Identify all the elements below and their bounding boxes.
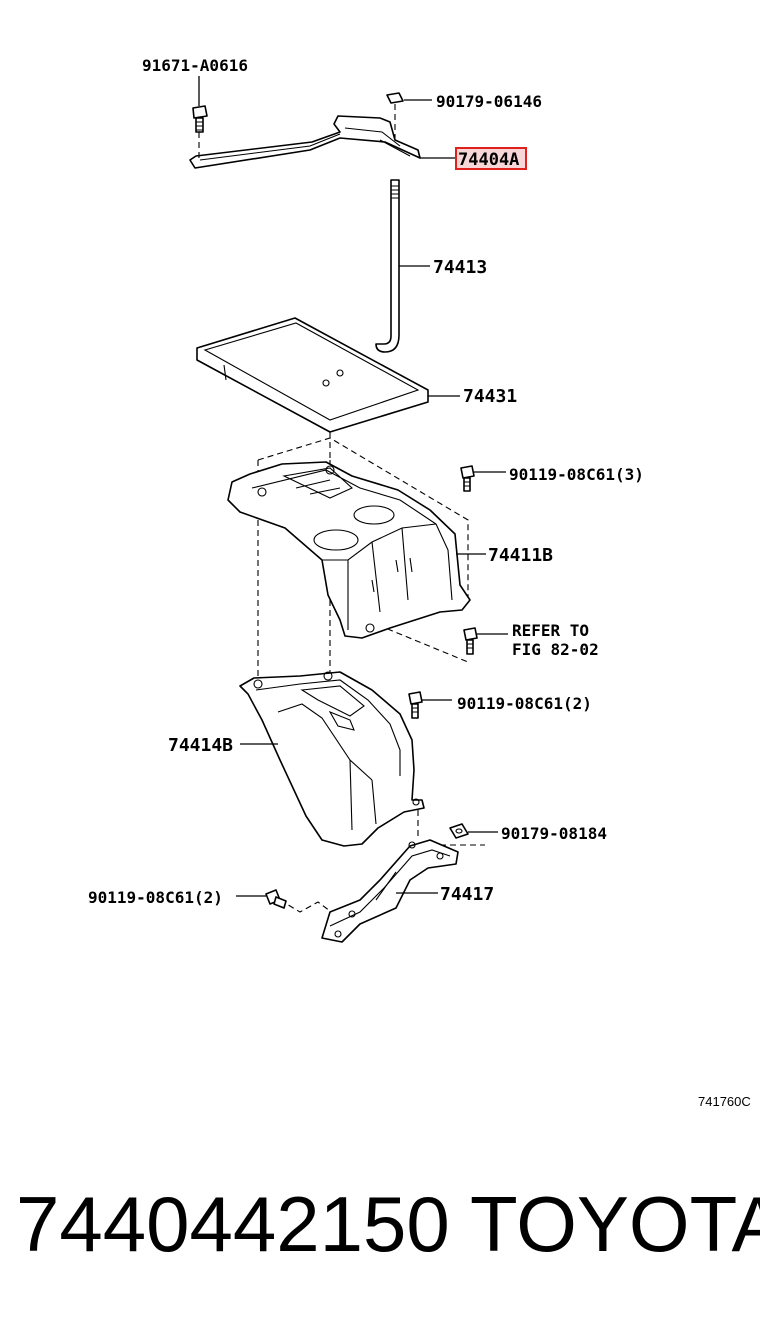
nut-90179-08184-icon[interactable]	[449, 823, 469, 839]
bolt-90119-08c61-3-icon[interactable]	[460, 465, 475, 492]
label-90179-08184[interactable]: 90179-08184	[501, 824, 607, 843]
label-90119-08c61-3[interactable]: 90119-08C61(3)	[509, 465, 644, 484]
figure-id: 741760C	[698, 1094, 751, 1109]
bolt-90119-08c61-2-upper-icon[interactable]	[408, 691, 423, 719]
battery-bracket-74414b[interactable]	[239, 671, 425, 847]
label-74431[interactable]: 74431	[463, 386, 517, 407]
nut-90179-06146-icon[interactable]	[386, 92, 404, 140]
label-refer-to[interactable]: REFER TO	[512, 621, 589, 640]
label-90179-06146[interactable]: 90179-06146	[436, 92, 542, 111]
label-74414b[interactable]: 74414B	[168, 735, 233, 756]
bolt-91671-a0616-icon[interactable]	[192, 105, 208, 162]
battery-stay-74417[interactable]	[321, 839, 459, 943]
label-74411b[interactable]: 74411B	[488, 545, 553, 566]
label-91671-a0616[interactable]: 91671-A0616	[142, 56, 248, 75]
clamp-rod-74413[interactable]	[375, 179, 400, 353]
battery-bracket-74411b[interactable]	[227, 461, 471, 639]
footer: 7440442150 TOYOTA	[0, 1185, 760, 1285]
battery-clamp-74404a[interactable]	[189, 115, 421, 169]
label-74417[interactable]: 74417	[440, 884, 494, 905]
bolt-refer-fig-82-02-icon[interactable]	[463, 627, 478, 655]
label-fig-82-02[interactable]: FIG 82-02	[512, 640, 599, 659]
leader-lines	[198, 76, 508, 897]
battery-tray-74431[interactable]	[196, 317, 429, 433]
part-number: 7440442150	[16, 1180, 450, 1268]
bolt-90119-08c61-2-lower-icon[interactable]	[265, 889, 287, 909]
label-74413[interactable]: 74413	[433, 257, 487, 278]
brand-name: TOYOTA	[470, 1180, 760, 1268]
highlight-box	[455, 147, 527, 170]
label-74404a[interactable]: 74404A	[458, 150, 519, 170]
label-90119-08c61-2-upper[interactable]: 90119-08C61(2)	[457, 694, 592, 713]
label-90119-08c61-2-lower[interactable]: 90119-08C61(2)	[88, 888, 223, 907]
